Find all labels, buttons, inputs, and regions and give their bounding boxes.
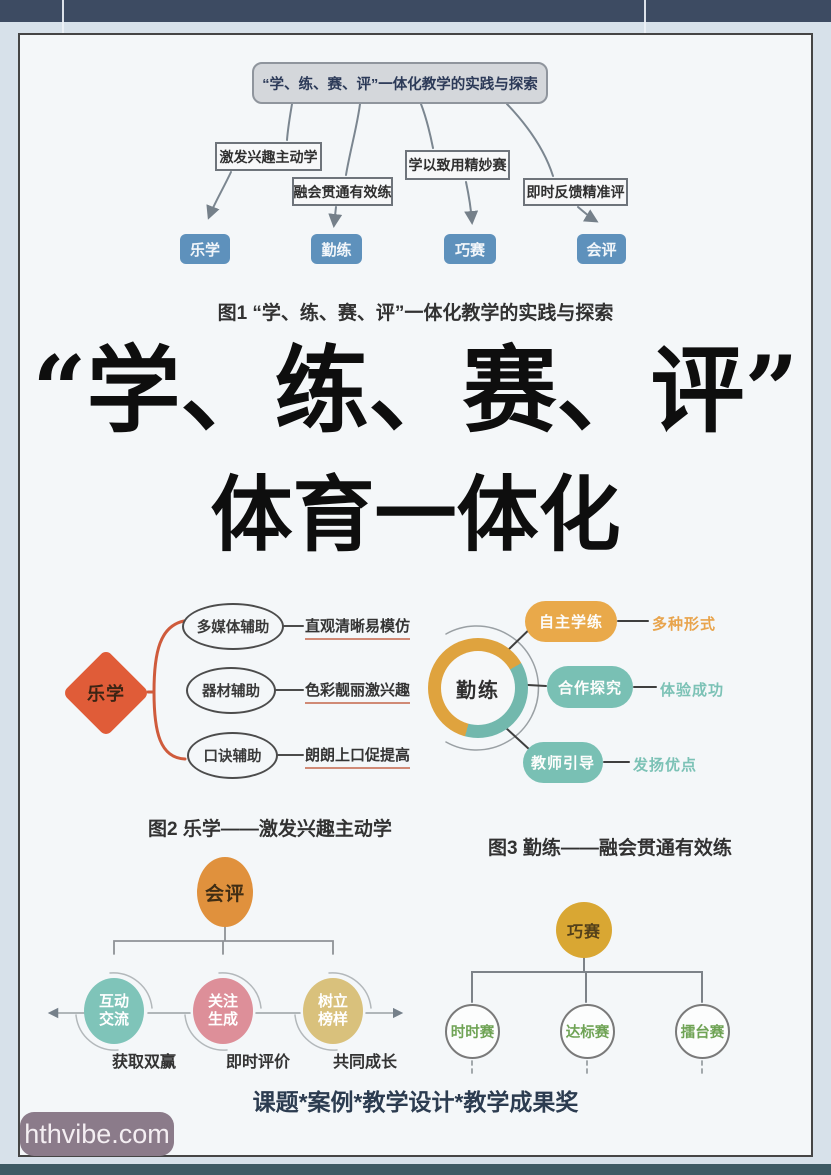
- fig1-root-box: “学、练、赛、评”一体化教学的实践与探索: [252, 62, 548, 104]
- fig3-desc-3: 发扬优点: [633, 757, 698, 774]
- fig1-branch-practice: 融会贯通有效练: [292, 177, 393, 206]
- bottom-teal-bar: [0, 1164, 831, 1175]
- top-navy-bar: [0, 0, 831, 22]
- fig1-branch-learn: 激发兴趣主动学: [215, 142, 322, 171]
- fig2-desc-1: 直观清晰易模仿: [305, 615, 411, 640]
- fig2-desc-3: 朗朗上口促提高: [305, 744, 411, 769]
- fig3-caption: 图3 勤练——融会贯通有效练: [488, 838, 732, 859]
- fig5-node-arena-race: 擂台赛: [675, 1004, 730, 1059]
- fig1-node-huiping: 会评: [577, 234, 626, 264]
- fig4-node-model: 树立 榜样: [303, 978, 363, 1044]
- fig1-node-qiaosai: 巧赛: [444, 234, 496, 264]
- fig4-desc-2: 即时评价: [226, 1054, 291, 1071]
- fig4-center-circle: 会评: [197, 857, 253, 927]
- fig3-center-ring: 勤练: [428, 638, 528, 738]
- fig1-branch-evaluate: 即时反馈精准评: [523, 178, 628, 206]
- fig3-pill-teacher-guide: 教师引导: [523, 742, 603, 783]
- fig2-desc-2: 色彩靓丽激兴趣: [305, 679, 411, 704]
- fig5-node-timed-race: 时时赛: [445, 1004, 500, 1059]
- fig3-center-label: 勤练: [441, 651, 515, 725]
- fig1-node-qinlian: 勤练: [311, 234, 362, 264]
- fig5-center-circle: 巧赛: [556, 902, 612, 958]
- headline-line2: 体育一体化: [210, 467, 621, 563]
- watermark-badge: hthvibe.com: [20, 1112, 174, 1156]
- headline-line1: “学、练、赛、评”: [32, 336, 799, 446]
- fig3-pill-cooperate: 合作探究: [547, 666, 633, 708]
- fig1-branch-compete: 学以致用精妙赛: [405, 150, 510, 180]
- fig4-desc-1: 获取双赢: [112, 1054, 177, 1071]
- fig2-center-label: 乐学: [87, 684, 125, 704]
- fig1-node-lexue: 乐学: [180, 234, 230, 264]
- top-bar-divider-line-right: [644, 0, 646, 33]
- fig4-node-interact: 互动 交流: [84, 978, 144, 1044]
- fig2-caption: 图2 乐学——激发兴趣主动学: [148, 819, 392, 840]
- footer-text: 课题*案例*教学设计*教学成果奖: [252, 1089, 579, 1115]
- fig3-desc-1: 多种形式: [652, 616, 717, 633]
- fig3-desc-2: 体验成功: [660, 682, 725, 699]
- fig4-node-attend: 关注 生成: [193, 978, 253, 1044]
- poster-card: [18, 33, 813, 1157]
- fig2-node-equipment: 器材辅助: [186, 667, 276, 714]
- fig3-pill-self-study: 自主学练: [525, 601, 617, 642]
- fig2-node-multimedia: 多媒体辅助: [182, 603, 284, 650]
- fig2-node-mnemonic: 口诀辅助: [187, 732, 278, 779]
- fig1-caption: 图1 “学、练、赛、评”一体化教学的实践与探索: [217, 303, 614, 324]
- fig5-node-standard-race: 达标赛: [560, 1004, 615, 1059]
- top-bar-divider-line-left: [62, 0, 64, 33]
- fig4-desc-3: 共同成长: [333, 1054, 398, 1071]
- watermark-text: hthvibe.com: [24, 1118, 170, 1149]
